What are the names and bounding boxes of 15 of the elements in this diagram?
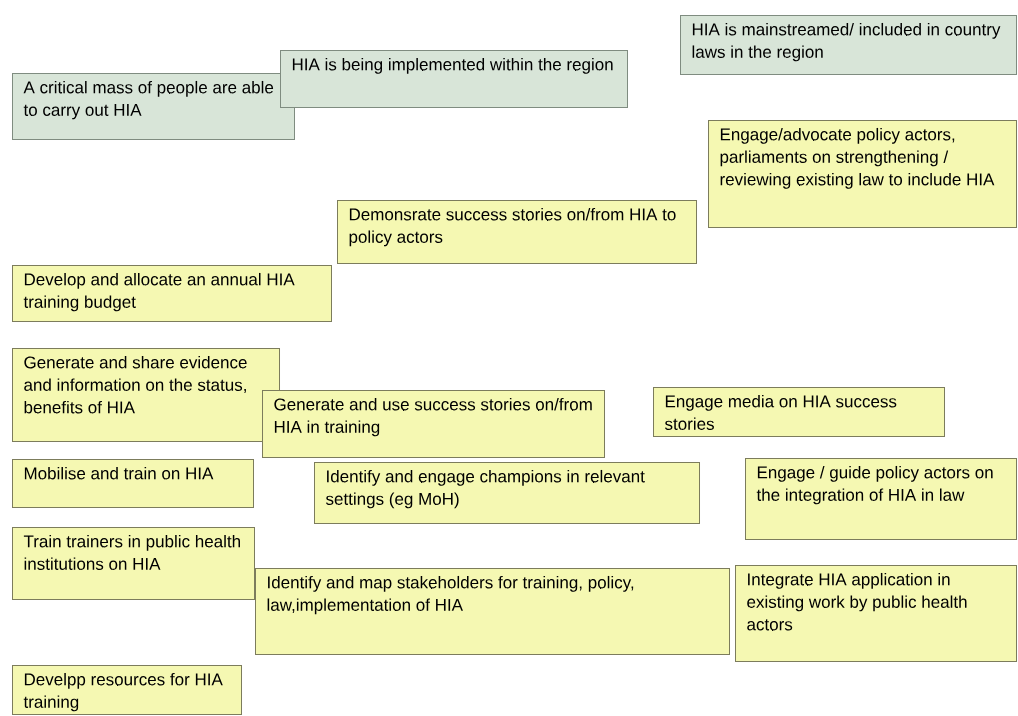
activity-box: Integrate HIA application in existing work by public health actors bbox=[735, 565, 1017, 662]
activity-box: Identify and engage champions in relevant settings (eg MoH) bbox=[314, 462, 700, 524]
activity-box: Develop and allocate an annual HIA training budget bbox=[12, 265, 332, 322]
activity-box: Demonsrate success stories on/from HIA to policy actors bbox=[337, 200, 697, 264]
activity-box: Mobilise and train on HIA bbox=[12, 459, 254, 508]
activity-box: Generate and use success stories on/from HIA in training bbox=[262, 390, 605, 458]
outcome-box: A critical mass of people are able to carry out HIA bbox=[12, 73, 295, 140]
activity-box: Train trainers in public health institutions on HIA bbox=[12, 527, 255, 600]
outcome-box: HIA is being implemented within the region bbox=[280, 50, 628, 108]
activity-box: Engage/advocate policy actors, parliaments on strengthening / reviewing existing law to include HIA bbox=[708, 120, 1017, 228]
activity-box: Develpp resources for HIA training bbox=[12, 665, 242, 715]
activity-box: Engage media on HIA success stories bbox=[653, 387, 945, 437]
outcome-box: HIA is mainstreamed/ included in country laws in the region bbox=[680, 15, 1017, 75]
activity-box: Identify and map stakeholders for training, policy, law,implementation of HIA bbox=[255, 568, 730, 655]
activity-box: Engage / guide policy actors on the integration of HIA in law bbox=[745, 458, 1017, 540]
